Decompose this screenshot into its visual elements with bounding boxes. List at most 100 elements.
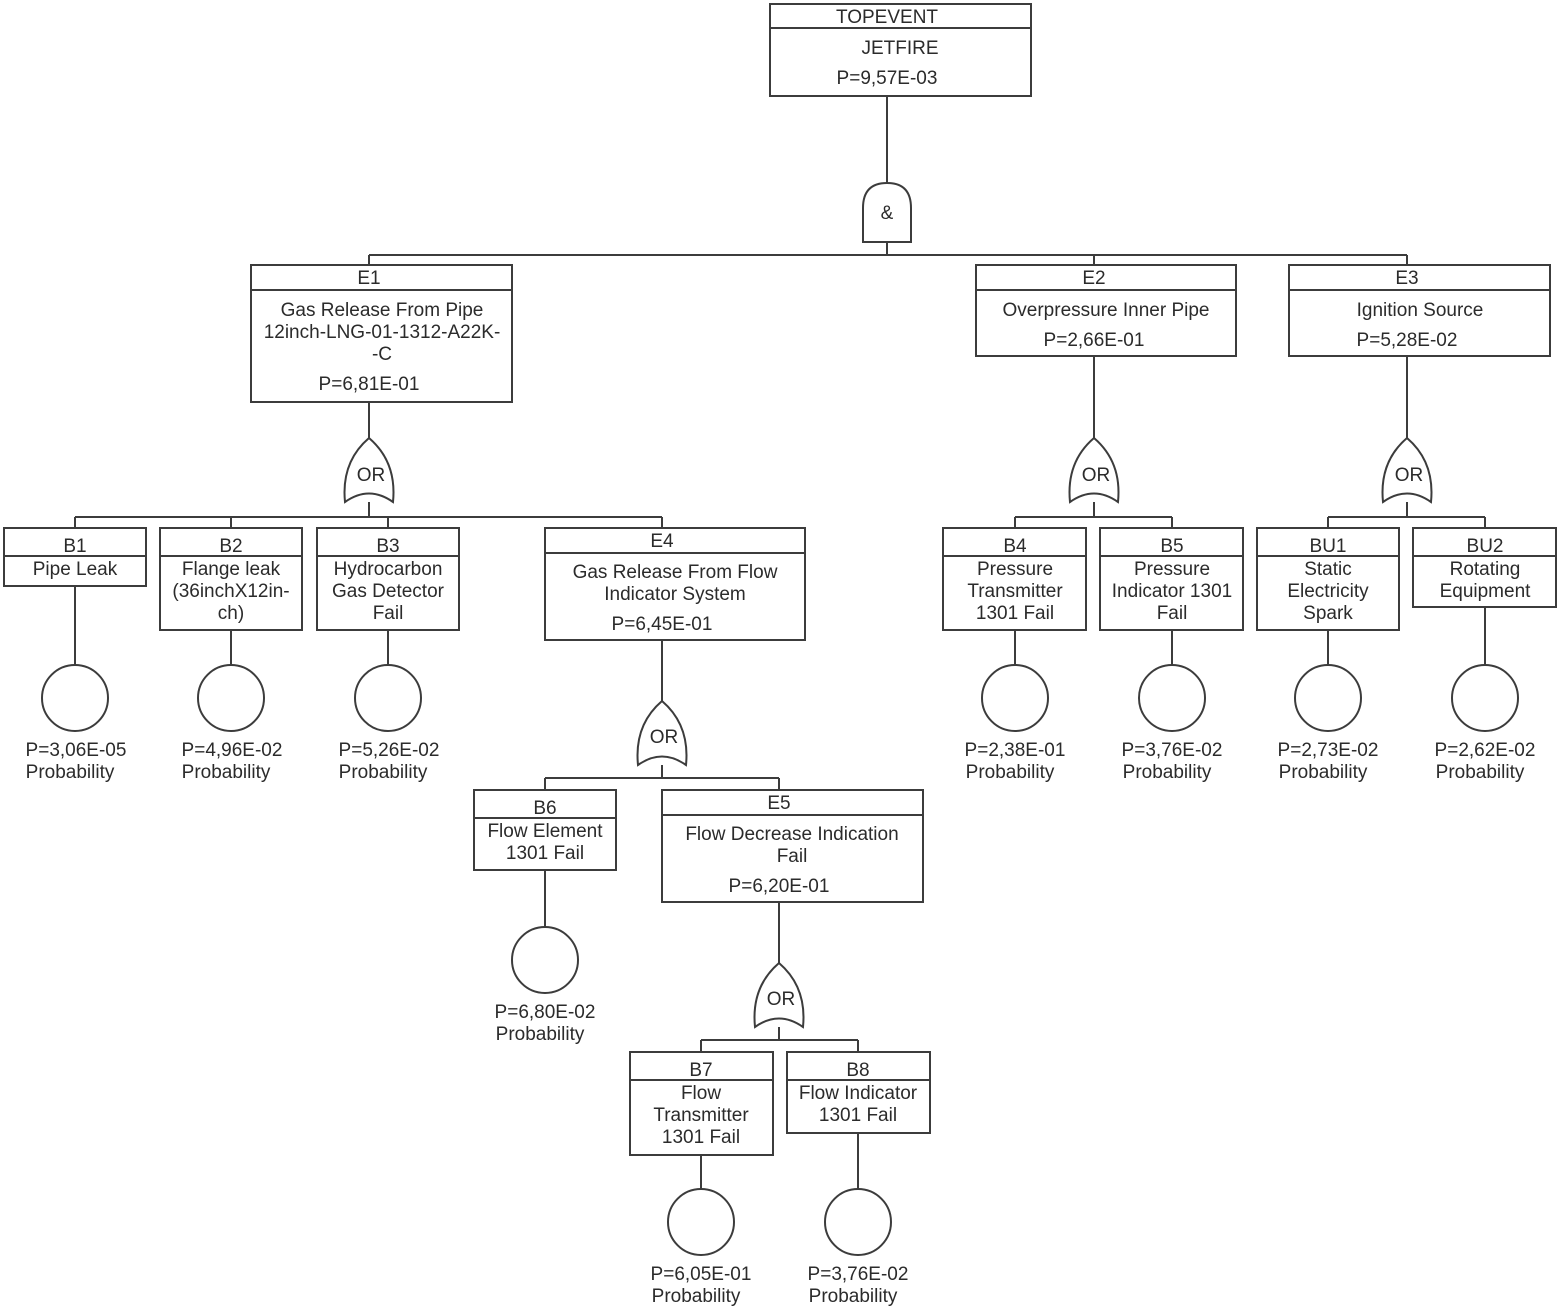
event-description: -C xyxy=(372,344,392,365)
basic-event-probability: P=6,80E-02 xyxy=(495,1002,596,1023)
or-gate-e2: OR xyxy=(1068,436,1120,504)
basic-event-box-b4: B4 Pressure Transmitter 1301 Fail xyxy=(942,527,1087,631)
or-gate-label: OR xyxy=(650,727,679,748)
basic-event-circle-b4: P=2,38E-01 Probability xyxy=(965,664,1066,783)
basic-event-id: B5 xyxy=(1160,536,1183,557)
or-gate-e5: OR xyxy=(753,961,805,1029)
basic-event-box-b5: B5 Pressure Indicator 1301 Fail xyxy=(1099,527,1244,631)
basic-event-circle-b3: P=5,26E-02 Probability xyxy=(339,664,440,783)
or-gate-label: OR xyxy=(1395,465,1424,486)
basic-event-description: Flow Indicator xyxy=(799,1083,918,1104)
basic-event-id: B1 xyxy=(63,536,86,557)
event-description: 12inch-LNG-01-1312-A22K- xyxy=(264,322,501,343)
basic-event-description: Static xyxy=(1304,559,1352,580)
event-probability: P=6,20E-01 xyxy=(729,876,830,897)
or-gate-label: OR xyxy=(1082,465,1111,486)
top-event-probability: P=9,57E-03 xyxy=(837,68,938,89)
event-box-e5: E5 Flow Decrease Indication Fail P=6,20E… xyxy=(661,789,924,903)
basic-event-box-b1: B1 Pipe Leak xyxy=(3,527,147,587)
event-probability: P=2,66E-01 xyxy=(1044,330,1145,351)
basic-event-description: Pressure xyxy=(977,559,1053,580)
basic-event-description: Rotating xyxy=(1450,559,1521,580)
basic-event-probability: P=6,05E-01 xyxy=(651,1264,752,1285)
probability-label: Probability xyxy=(26,762,115,783)
basic-event-description: Transmitter xyxy=(653,1105,749,1126)
or-gate-label: OR xyxy=(357,465,386,486)
or-gate-e3: OR xyxy=(1381,436,1433,504)
basic-event-probability: P=5,26E-02 xyxy=(339,740,440,761)
basic-event-box-bu1: BU1 Static Electricity Spark xyxy=(1256,527,1400,631)
probability-label: Probability xyxy=(966,762,1055,783)
event-description: Ignition Source xyxy=(1357,300,1484,321)
event-id: E1 xyxy=(357,268,380,289)
basic-event-box-b2: B2 Flange leak (36inchX12in- ch) xyxy=(159,527,303,631)
basic-event-description: Hydrocarbon xyxy=(334,559,443,580)
event-box-e2: E2 Overpressure Inner Pipe P=2,66E-01 xyxy=(975,264,1237,357)
basic-event-description: Flow xyxy=(681,1083,721,1104)
event-id: E2 xyxy=(1082,268,1105,289)
event-box-e4: E4 Gas Release From Flow Indicator Syste… xyxy=(544,527,806,641)
event-description: Fail xyxy=(777,846,808,867)
or-gate-e4: OR xyxy=(636,699,688,767)
and-gate-symbol: & xyxy=(881,203,894,224)
basic-event-circle-b1: P=3,06E-05 Probability xyxy=(26,664,127,783)
and-gate: & xyxy=(862,181,912,243)
basic-event-box-bu2: BU2 Rotating Equipment xyxy=(1412,527,1557,608)
basic-event-description: Pipe Leak xyxy=(33,559,118,580)
probability-label: Probability xyxy=(1436,762,1525,783)
event-probability: P=5,28E-02 xyxy=(1357,330,1458,351)
basic-event-description: Transmitter xyxy=(967,581,1063,602)
basic-event-id: B2 xyxy=(219,536,242,557)
basic-event-description: 1301 Fail xyxy=(976,603,1054,624)
basic-event-id: B7 xyxy=(689,1060,712,1081)
basic-event-probability: P=3,76E-02 xyxy=(808,1264,909,1285)
or-gate-label: OR xyxy=(767,989,796,1010)
probability-label: Probability xyxy=(182,762,271,783)
basic-event-id: B6 xyxy=(533,798,556,819)
basic-event-description: Equipment xyxy=(1440,581,1532,602)
event-description: Flow Decrease Indication xyxy=(685,824,898,845)
probability-label: Probability xyxy=(809,1286,898,1307)
basic-event-circle-b2: P=4,96E-02 Probability xyxy=(182,664,282,783)
basic-event-id: B4 xyxy=(1003,536,1027,557)
basic-event-id: BU1 xyxy=(1310,536,1347,557)
probability-label: Probability xyxy=(652,1286,741,1307)
event-id: E4 xyxy=(650,531,674,552)
event-description: Overpressure Inner Pipe xyxy=(1003,300,1210,321)
event-description: Gas Release From Flow xyxy=(573,562,778,583)
basic-event-box-b6: B6 Flow Element 1301 Fail xyxy=(473,789,617,871)
basic-event-box-b8: B8 Flow Indicator 1301 Fail xyxy=(786,1051,931,1134)
event-box-e1: E1 Gas Release From Pipe 12inch-LNG-01-1… xyxy=(250,264,513,403)
basic-event-description: Pressure xyxy=(1134,559,1210,580)
basic-event-description: Fail xyxy=(1157,603,1188,624)
basic-event-probability: P=3,06E-05 xyxy=(26,740,127,761)
event-id: E5 xyxy=(767,793,790,814)
or-gate-e1: OR xyxy=(343,436,395,504)
basic-event-description: ch) xyxy=(218,603,244,624)
basic-event-circle-b7: P=6,05E-01 Probability xyxy=(651,1188,752,1307)
basic-event-description: Flange leak xyxy=(182,559,281,580)
top-event-title: JETFIRE xyxy=(861,38,938,59)
event-description: Gas Release From Pipe xyxy=(281,300,484,321)
basic-event-description: 1301 Fail xyxy=(506,843,584,864)
basic-event-description: Fail xyxy=(373,603,404,624)
basic-event-circle-b6: P=6,80E-02 Probability xyxy=(495,926,596,1045)
event-box-e3: E3 Ignition Source P=5,28E-02 xyxy=(1288,264,1551,357)
event-probability: P=6,45E-01 xyxy=(612,614,713,635)
basic-event-description: Gas Detector xyxy=(332,581,445,602)
basic-event-id: B8 xyxy=(846,1060,869,1081)
basic-event-description: Electricity xyxy=(1287,581,1369,602)
basic-event-circle-bu2: P=2,62E-02 Probability xyxy=(1435,664,1535,783)
basic-event-box-b7: B7 Flow Transmitter 1301 Fail xyxy=(629,1051,774,1156)
basic-event-probability: P=2,38E-01 xyxy=(965,740,1066,761)
event-description: Indicator System xyxy=(604,584,746,605)
connector-lines xyxy=(74,96,1486,1189)
basic-event-description: 1301 Fail xyxy=(662,1127,740,1148)
basic-event-description: Spark xyxy=(1303,603,1353,624)
basic-event-circle-b5: P=3,76E-02 Probability xyxy=(1122,664,1222,783)
basic-event-description: (36inchX12in- xyxy=(172,581,289,602)
basic-event-probability: P=2,73E-02 xyxy=(1278,740,1379,761)
basic-event-circle-bu1: P=2,73E-02 Probability xyxy=(1278,664,1379,783)
basic-event-description: 1301 Fail xyxy=(819,1105,897,1126)
